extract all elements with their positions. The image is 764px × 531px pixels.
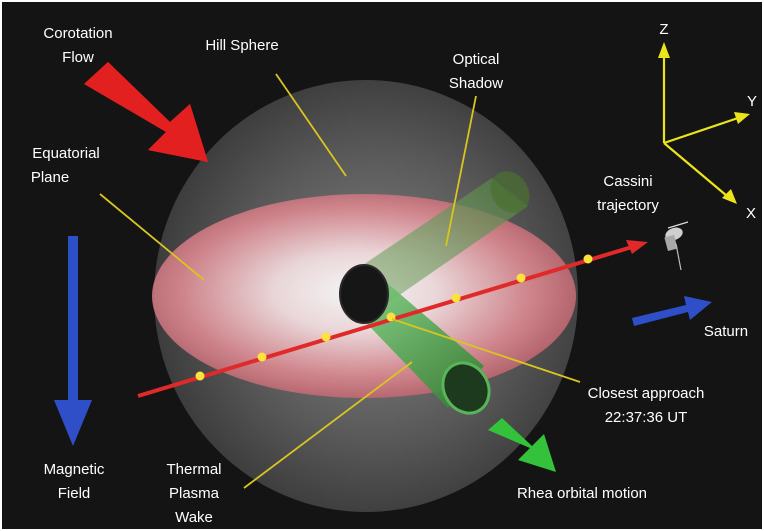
label-cassini-trajectory-line1: Cassini bbox=[603, 173, 652, 190]
label-optical-shadow-line2: Shadow bbox=[449, 75, 503, 92]
optical-shadow-tube bbox=[348, 171, 530, 305]
cassini-spacecraft-icon bbox=[664, 221, 689, 271]
label-corotation-flow-line1: Corotation bbox=[43, 25, 112, 42]
cassini-trajectory-line bbox=[137, 240, 648, 398]
label-axis-x: X bbox=[746, 205, 756, 222]
label-axis-z: Z bbox=[659, 21, 668, 38]
rhea-orbital-motion-arrow bbox=[488, 418, 556, 472]
label-magnetic-field-line1: Magnetic bbox=[44, 461, 105, 478]
label-equatorial-plane-line2: Plane bbox=[31, 169, 69, 186]
trajectory-marker bbox=[257, 352, 267, 362]
label-closest-approach-line1: Closest approach bbox=[588, 385, 705, 402]
label-closest-approach-line2: 22:37:36 UT bbox=[605, 409, 688, 426]
trajectory-marker bbox=[195, 371, 205, 381]
label-rhea-orbital-motion: Rhea orbital motion bbox=[517, 485, 647, 502]
label-hill-sphere: Hill Sphere bbox=[205, 37, 278, 54]
label-optical-shadow-line1: Optical bbox=[453, 51, 500, 68]
label-thermal-plasma-wake-line1: Thermal bbox=[166, 461, 221, 478]
label-magnetic-field-line2: Field bbox=[58, 485, 91, 502]
label-equatorial-plane-line1: Equatorial bbox=[32, 145, 100, 162]
label-thermal-plasma-wake-line2: Plasma bbox=[169, 485, 220, 502]
magnetic-field-arrow bbox=[54, 236, 92, 446]
label-saturn: Saturn bbox=[704, 323, 748, 340]
trajectory-marker bbox=[321, 332, 331, 342]
coordinate-axes bbox=[658, 42, 750, 204]
label-corotation-flow-line2: Flow bbox=[62, 49, 94, 66]
leader-lines bbox=[99, 73, 581, 489]
label-cassini-trajectory-line2: trajectory bbox=[597, 197, 659, 214]
trajectory-marker bbox=[583, 254, 593, 264]
saturn-direction-arrow bbox=[632, 296, 712, 326]
trajectory-marker bbox=[451, 293, 461, 303]
label-axis-y: Y bbox=[747, 93, 757, 110]
trajectory-marker bbox=[516, 273, 526, 283]
label-thermal-plasma-wake-line3: Wake bbox=[175, 509, 213, 526]
rhea-moon bbox=[339, 264, 389, 324]
corotation-flow-arrow-fill bbox=[84, 62, 208, 162]
